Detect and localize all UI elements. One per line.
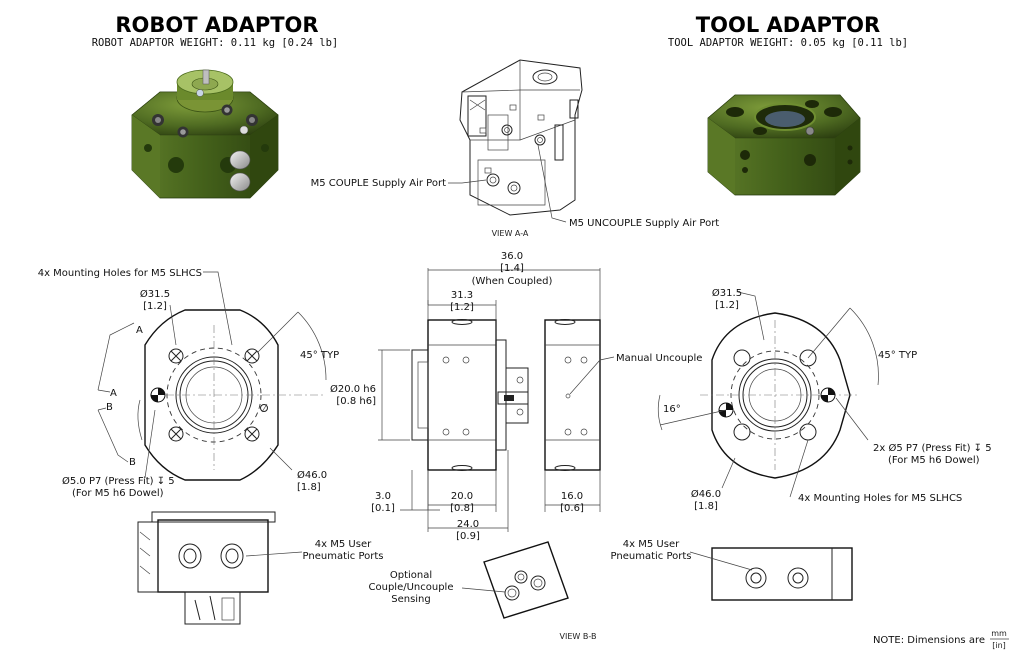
robot-angle: 45° TYP — [300, 350, 339, 361]
tool-dia-small-in: [1.2] — [715, 300, 739, 311]
coupled-mm: 36.0 — [501, 251, 523, 262]
robot-adaptor-render — [131, 69, 279, 199]
d24-mm: 24.0 — [457, 519, 479, 530]
robot-dia-large-mm: Ø46.0 — [297, 469, 327, 481]
coupled-note: (When Coupled) — [472, 276, 553, 287]
w313-mm: 31.3 — [451, 290, 473, 301]
tool-title: TOOL ADAPTOR — [696, 13, 880, 37]
robot-dia-large-in: [1.8] — [297, 482, 321, 493]
robot-title: ROBOT ADAPTOR — [115, 13, 318, 37]
tool-angle: 45° TYP — [878, 350, 917, 361]
robot-dowel-line1: Ø5.0 P7 (Press Fit) ↧ 5 — [62, 475, 175, 487]
sensing-line1: Optional — [390, 570, 432, 581]
section-b-bottom: B — [129, 457, 136, 468]
note-unit-top: mm — [991, 629, 1007, 638]
view-b-label: VIEW B-B — [560, 632, 597, 641]
tool-mounting-holes: 4x Mounting Holes for M5 SLHCS — [798, 493, 962, 504]
robot-front-view — [97, 271, 327, 481]
sensing-line3: Sensing — [391, 594, 431, 605]
robot-dia-small-mm: Ø31.5 — [140, 288, 170, 300]
d24-in: [0.9] — [456, 531, 480, 542]
d3-in: [0.1] — [371, 503, 395, 514]
section-a-top: A — [136, 325, 143, 336]
tool-ports-line1: 4x M5 User — [623, 539, 680, 550]
section-a-bottom: A — [110, 388, 117, 399]
dia20-in: [0.8 h6] — [336, 396, 376, 407]
couple-port-label: M5 COUPLE Supply Air Port — [311, 178, 447, 189]
tool-dia-large-mm: Ø46.0 — [691, 488, 721, 500]
tool-angle-small: 16° — [663, 404, 681, 415]
d16-mm: 16.0 — [561, 491, 583, 502]
view-a-label: VIEW A-A — [492, 229, 529, 238]
coupled-in: [1.4] — [500, 263, 524, 274]
side-view-tool — [544, 319, 615, 512]
robot-weight: ROBOT ADAPTOR WEIGHT: 0.11 kg [0.24 lb] — [92, 37, 339, 49]
d3-mm: 3.0 — [375, 491, 391, 502]
robot-mounting-holes: 4x Mounting Holes for M5 SLHCS — [38, 268, 202, 279]
tool-dia-small-mm: Ø31.5 — [712, 287, 742, 299]
tool-front-view — [657, 291, 879, 498]
tool-dowel-line2: (For M5 h6 Dowel) — [888, 455, 980, 466]
tool-ports-line2: Pneumatic Ports — [611, 551, 692, 562]
datum-target-icon — [150, 387, 166, 403]
tool-adaptor-render — [707, 94, 861, 196]
d20-mm: 20.0 — [451, 491, 473, 502]
uncouple-port-label: M5 UNCOUPLE Supply Air Port — [569, 218, 719, 229]
robot-ports-line1: 4x M5 User — [315, 539, 372, 550]
robot-ports-line2: Pneumatic Ports — [303, 551, 384, 562]
w313-in: [1.2] — [450, 302, 474, 313]
note-unit-bottom: [in] — [992, 641, 1006, 650]
manual-uncouple: Manual Uncouple — [616, 353, 702, 364]
tool-weight: TOOL ADAPTOR WEIGHT: 0.05 kg [0.11 lb] — [668, 37, 908, 49]
sensing-line2: Couple/Uncouple — [369, 582, 454, 593]
robot-dowel-line2: (For M5 h6 Dowel) — [72, 488, 164, 499]
d20-in: [0.8] — [450, 503, 474, 514]
note-text: NOTE: Dimensions are — [873, 635, 985, 646]
d16-in: [0.6] — [560, 503, 584, 514]
tool-dia-large-in: [1.8] — [694, 501, 718, 512]
tool-dowel-line1: 2x Ø5 P7 (Press Fit) ↧ 5 — [873, 442, 992, 454]
robot-ports-view — [137, 511, 303, 625]
view-a-drawing — [448, 59, 583, 223]
robot-dia-small-in: [1.2] — [143, 301, 167, 312]
dia20-mm: Ø20.0 h6 — [330, 383, 376, 395]
view-b-drawing — [461, 541, 569, 619]
tool-ports-view — [689, 547, 853, 601]
section-b-top: B — [106, 402, 113, 413]
